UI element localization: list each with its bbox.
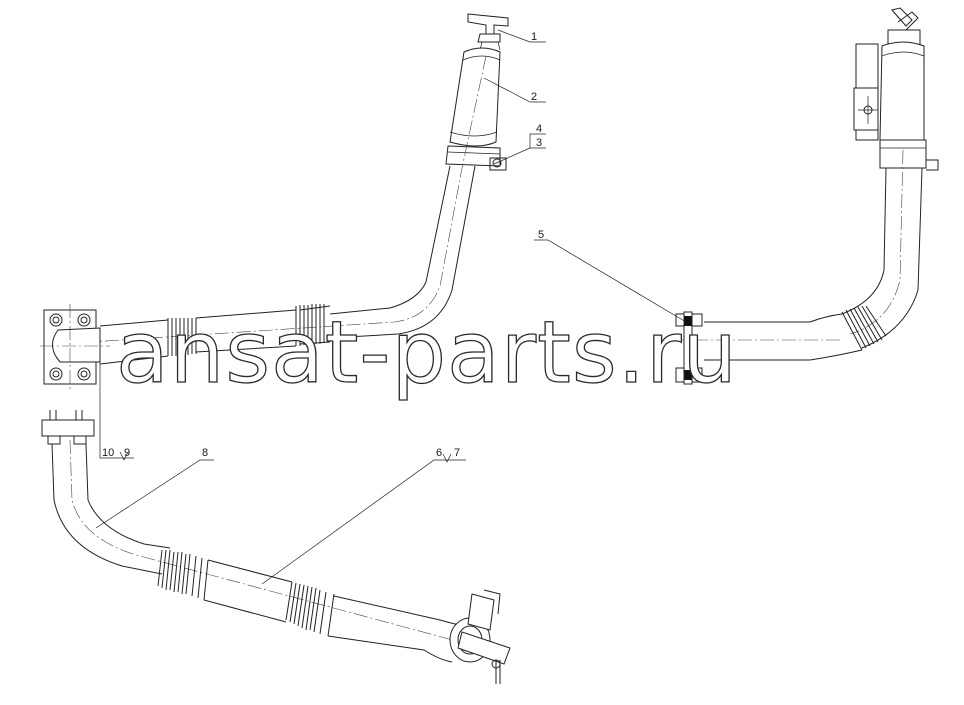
right-pipe bbox=[672, 7, 939, 385]
label-part-2: 2 bbox=[531, 91, 537, 103]
label-part-4: 4 bbox=[536, 123, 542, 135]
corrugated-hose-lower bbox=[157, 549, 335, 637]
corrugated-hose-upper bbox=[99, 304, 325, 365]
upper-left-pipe bbox=[40, 13, 509, 392]
part-labels: 1 2 3 4 5 6 7 8 9 10 bbox=[102, 31, 544, 459]
watermark-text: ansat-parts.ru bbox=[116, 303, 738, 403]
label-part-1: 1 bbox=[531, 31, 537, 43]
label-part-9: 9 bbox=[124, 447, 130, 459]
corrugated-hose-right bbox=[809, 305, 887, 361]
label-part-6: 6 bbox=[436, 447, 442, 459]
label-part-7: 7 bbox=[454, 447, 460, 459]
label-part-8: 8 bbox=[202, 447, 208, 459]
lower-pipe bbox=[41, 410, 511, 684]
label-part-5: 5 bbox=[538, 229, 544, 241]
label-part-3: 3 bbox=[536, 137, 542, 149]
label-part-10: 10 bbox=[102, 447, 114, 459]
leader-lines bbox=[95, 29, 687, 585]
